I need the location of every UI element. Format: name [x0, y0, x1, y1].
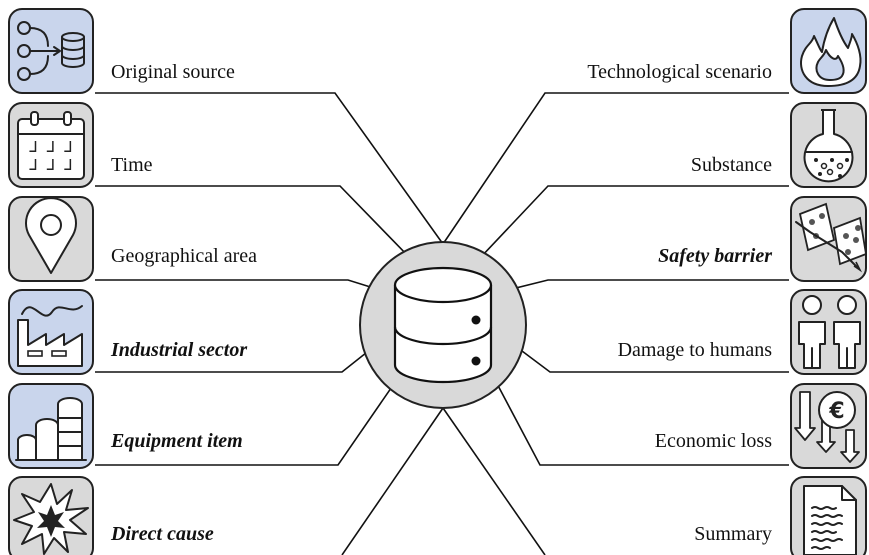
- connector-geographical-area: [95, 279, 381, 291]
- label-summary: Summary: [694, 523, 772, 545]
- field-original-source: Original source: [8, 8, 235, 94]
- label-time: Time: [111, 154, 153, 176]
- field-safety-barrier: Safety barrier: [658, 196, 868, 282]
- left-fields: Original source ⅃ ⅃ ⅃ ⅃ ⅃ ⅃ Time Geograp…: [8, 8, 257, 555]
- label-technological-scenario: Technological scenario: [587, 61, 772, 83]
- calendar-icon: ⅃ ⅃ ⅃ ⅃ ⅃ ⅃: [17, 111, 85, 180]
- field-direct-cause: Direct cause: [8, 476, 214, 555]
- svg-text:⅃ ⅃ ⅃: ⅃ ⅃ ⅃: [29, 156, 72, 174]
- explosion-icon: [13, 483, 89, 555]
- label-equipment-item: Equipment item: [110, 430, 243, 452]
- connector-time: [95, 185, 411, 259]
- connector-direct-cause: [341, 407, 444, 555]
- map-pin-icon: [25, 197, 77, 274]
- document-icon: [803, 485, 857, 555]
- label-original-source: Original source: [111, 61, 235, 83]
- svg-text:€: €: [828, 399, 844, 424]
- connector-lines: [95, 92, 789, 555]
- connector-summary: [442, 407, 546, 555]
- field-geographical-area: Geographical area: [8, 196, 257, 282]
- label-direct-cause: Direct cause: [110, 523, 214, 545]
- svg-text:⅃ ⅃ ⅃: ⅃ ⅃ ⅃: [29, 138, 72, 156]
- database-icon: [393, 266, 493, 384]
- label-safety-barrier: Safety barrier: [658, 245, 772, 267]
- field-substance: Substance: [691, 102, 867, 188]
- field-time: ⅃ ⅃ ⅃ ⅃ ⅃ ⅃ Time: [8, 102, 153, 188]
- connector-economic-loss: [493, 377, 789, 466]
- label-industrial-sector: Industrial sector: [110, 339, 247, 361]
- connector-equipment-item: [95, 377, 399, 466]
- label-geographical-area: Geographical area: [111, 245, 257, 267]
- connector-original-source: [95, 92, 444, 245]
- connector-safety-barrier: [507, 279, 789, 291]
- connector-damage-to-humans: [513, 344, 789, 373]
- right-fields: Technological scenario Substance: [587, 8, 868, 555]
- central-database: [359, 241, 527, 409]
- field-summary: Summary: [694, 476, 867, 555]
- factory-icon: [17, 305, 83, 367]
- field-economic-loss: € Economic loss: [655, 383, 867, 469]
- field-industrial-sector: Industrial sector: [8, 289, 247, 375]
- label-economic-loss: Economic loss: [655, 430, 772, 452]
- label-damage-to-humans: Damage to humans: [618, 339, 773, 361]
- swiss-cheese-icon: [795, 202, 868, 273]
- field-damage-to-humans: Damage to humans: [618, 289, 867, 375]
- connector-substance: [479, 185, 789, 259]
- storage-tanks-icon: [15, 397, 87, 461]
- connector-technological-scenario: [442, 92, 789, 245]
- data-flow-database-icon: [17, 21, 85, 81]
- field-equipment-item: Equipment item: [8, 383, 243, 469]
- field-technological-scenario: Technological scenario: [587, 8, 867, 94]
- label-substance: Substance: [691, 154, 772, 176]
- flask-icon: [803, 109, 854, 183]
- euro-loss-icon: €: [794, 391, 860, 463]
- people-icon: [798, 295, 861, 369]
- fire-icon: [800, 17, 862, 87]
